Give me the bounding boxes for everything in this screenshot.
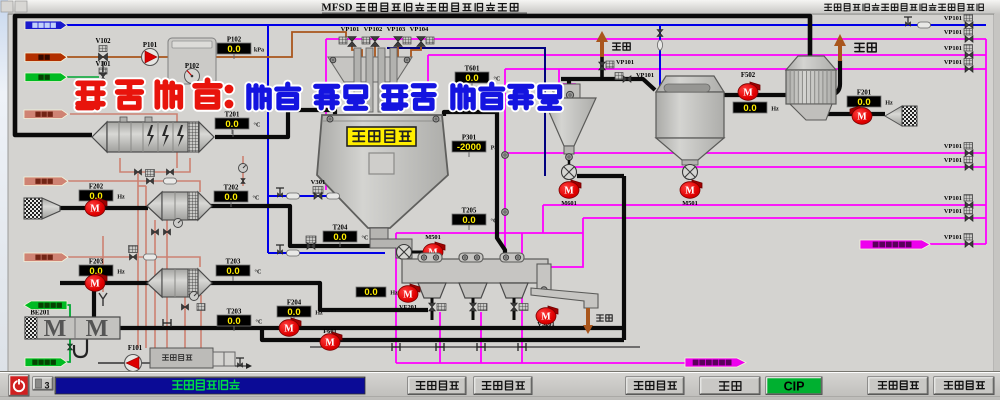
svg-text:T203: T203 — [227, 309, 242, 316]
svg-text:M: M — [86, 316, 109, 342]
svg-text:P102: P102 — [185, 63, 200, 70]
svg-text:0.0: 0.0 — [89, 266, 102, 277]
svg-text:MFSD: MFSD — [321, 2, 352, 14]
svg-text:VP101: VP101 — [944, 15, 962, 22]
svg-text:°C: °C — [256, 319, 263, 326]
svg-text:0.0: 0.0 — [364, 287, 377, 298]
svg-text:M: M — [90, 204, 100, 215]
svg-text:M: M — [541, 312, 551, 323]
svg-text:0.0: 0.0 — [225, 119, 238, 130]
svg-text:F203: F203 — [89, 259, 104, 266]
svg-text:VF201: VF201 — [399, 304, 417, 311]
svg-text:VP101: VP101 — [944, 234, 962, 241]
svg-text:0.0: 0.0 — [89, 191, 102, 202]
svg-text:V102: V102 — [95, 38, 111, 45]
svg-text:3: 3 — [44, 381, 49, 391]
svg-text:M: M — [403, 290, 413, 301]
svg-text:P101: P101 — [143, 42, 158, 49]
svg-text:VP104: VP104 — [410, 26, 429, 33]
svg-text:VP101: VP101 — [944, 59, 962, 66]
svg-text:T201: T201 — [225, 112, 240, 119]
svg-text:0.0: 0.0 — [743, 103, 756, 114]
svg-text:F101: F101 — [128, 345, 143, 352]
svg-text:°C: °C — [254, 122, 261, 129]
svg-text:Hz: Hz — [885, 100, 893, 107]
svg-text:Pa: Pa — [491, 145, 498, 152]
svg-text:°C: °C — [362, 235, 369, 242]
svg-text:M: M — [90, 279, 100, 290]
svg-text:F502: F502 — [741, 72, 756, 79]
svg-text:Hz: Hz — [315, 310, 323, 317]
svg-text:°C: °C — [253, 195, 260, 202]
svg-text:0.0: 0.0 — [857, 97, 870, 108]
svg-text:M: M — [284, 324, 294, 335]
svg-text:F601: F601 — [323, 328, 337, 335]
svg-text:°C: °C — [494, 76, 501, 83]
svg-text:P102: P102 — [227, 37, 242, 44]
svg-text:T601: T601 — [465, 66, 480, 73]
svg-text:VP103: VP103 — [387, 26, 406, 33]
svg-text:F201: F201 — [857, 90, 872, 97]
svg-text:M: M — [44, 316, 67, 342]
svg-text:-2000: -2000 — [457, 142, 481, 153]
svg-text:VP102: VP102 — [364, 26, 383, 33]
svg-text:°C: °C — [491, 218, 498, 225]
svg-text:M: M — [743, 88, 753, 99]
svg-text:VP101: VP101 — [944, 195, 962, 202]
svg-text:T203: T203 — [226, 259, 241, 266]
svg-text:CIP: CIP — [784, 380, 805, 394]
svg-text:VP101: VP101 — [944, 157, 962, 164]
svg-text:0.0: 0.0 — [224, 192, 237, 203]
svg-text:T205: T205 — [462, 208, 477, 215]
svg-text:Hz: Hz — [117, 269, 125, 276]
svg-text:M: M — [685, 186, 695, 197]
svg-text:V301: V301 — [311, 179, 326, 186]
svg-text:VP101: VP101 — [616, 59, 634, 66]
svg-text:Hz: Hz — [771, 106, 779, 113]
svg-text:P301: P301 — [462, 135, 477, 142]
svg-text:0.0: 0.0 — [465, 73, 478, 84]
svg-text:T202: T202 — [224, 185, 239, 192]
svg-text:M601: M601 — [561, 200, 577, 207]
svg-text:M: M — [564, 186, 574, 197]
svg-text:°C: °C — [255, 269, 262, 276]
svg-text:VP101: VP101 — [944, 208, 962, 215]
svg-text:M: M — [857, 112, 867, 123]
svg-text:M501: M501 — [682, 200, 698, 207]
svg-text:VP101: VP101 — [341, 26, 360, 33]
svg-text:0.0: 0.0 — [333, 232, 346, 243]
svg-text:kPa: kPa — [254, 47, 264, 54]
svg-text:F202: F202 — [89, 184, 104, 191]
svg-text:M: M — [325, 338, 335, 349]
svg-text:0.0: 0.0 — [227, 44, 240, 55]
svg-text:0.0: 0.0 — [226, 266, 239, 277]
svg-text:VP101: VP101 — [944, 143, 962, 150]
svg-text:F204: F204 — [287, 300, 302, 307]
svg-text:Hz: Hz — [117, 194, 125, 201]
svg-text:VP101: VP101 — [944, 29, 962, 36]
svg-text:M501: M501 — [425, 234, 441, 241]
svg-text:VP101: VP101 — [944, 45, 962, 52]
svg-text:0.0: 0.0 — [227, 316, 240, 327]
svg-text:VP101: VP101 — [636, 72, 654, 79]
svg-text:T204: T204 — [333, 225, 348, 232]
svg-text:0.0: 0.0 — [287, 307, 300, 318]
svg-text:0.0: 0.0 — [462, 215, 475, 226]
svg-text:Hz: Hz — [390, 290, 398, 297]
svg-text:BE201: BE201 — [30, 310, 50, 317]
